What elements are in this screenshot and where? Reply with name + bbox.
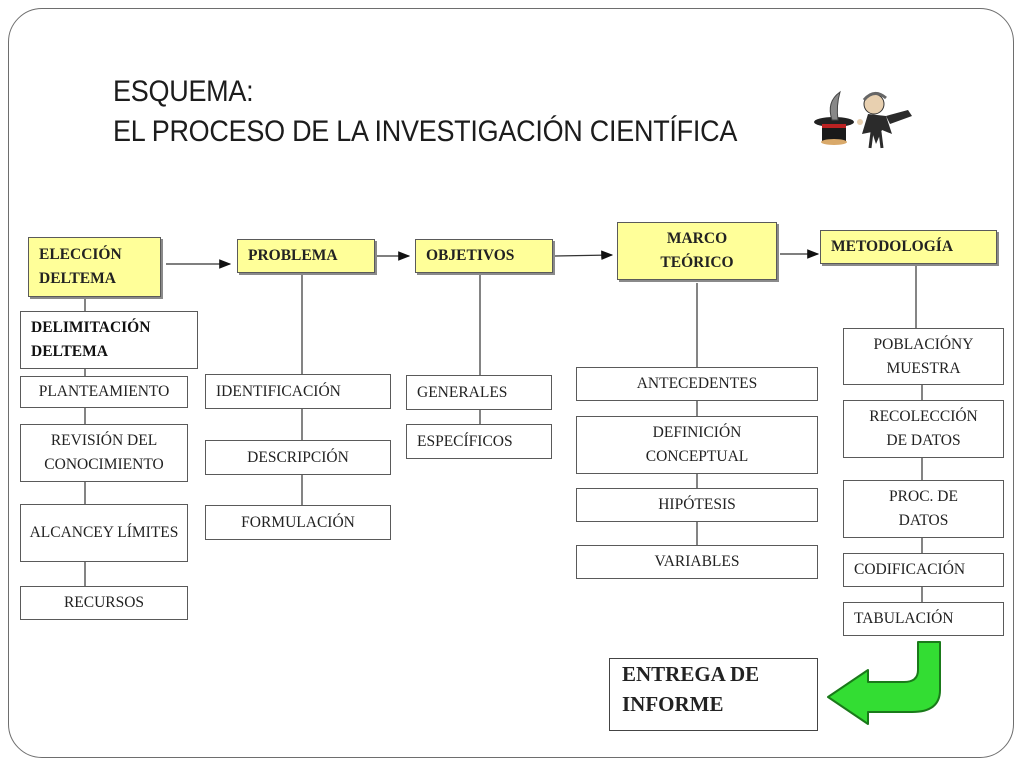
item-planteamiento: PLANTEAMIENTO [20, 376, 188, 408]
item-label: PLANTEAMIENTO [38, 383, 170, 400]
header-metodologia-label: METODOLOGÍA [831, 238, 954, 255]
item-label: DESCRIPCIÓN [247, 448, 349, 466]
item-label: RECURSOS [63, 594, 145, 611]
item-recoleccion-de-datos: RECOLECCIÓN DE DATOS [843, 400, 1004, 458]
item-tabulacion: TABULACIÓN [843, 602, 1004, 636]
title-line-1: ESQUEMA: [113, 75, 254, 108]
item-identificacion: IDENTIFICACIÓN [205, 374, 391, 409]
item-especificos: ESPECÍFICOS [406, 424, 552, 459]
header-objetivos-label: OBJETIVOS [426, 247, 515, 264]
header-marco-teorico: MARCO TEÓRICO [617, 222, 777, 280]
header-metodologia: METODOLOGÍA [820, 230, 997, 264]
title-line-2: EL PROCESO DE LA INVESTIGACIÓN CIENTÍFIC… [113, 115, 738, 148]
header-eleccion-label: ELECCIÓN DELTEMA [39, 246, 122, 287]
item-label: HIPÓTESIS [658, 496, 736, 513]
item-label: VARIABLES [654, 553, 740, 570]
item-label: ESPECÍFICOS [417, 432, 513, 450]
item-poblacion-y-muestra: POBLACIÓNY MUESTRA [843, 328, 1004, 385]
item-hipotesis: HIPÓTESIS [576, 488, 818, 522]
header-objetivos: OBJETIVOS [415, 239, 553, 273]
item-label: DELIMITACIÓN DELTEMA [31, 319, 151, 360]
item-delimitacion-del-tema: DELIMITACIÓN DELTEMA [20, 311, 198, 369]
item-revision-del-conocimiento: REVISIÓN DEL CONOCIMIENTO [20, 424, 188, 482]
item-proc-de-datos: PROC. DE DATOS [843, 480, 1004, 538]
item-label: TABULACIÓN [854, 610, 954, 627]
item-label: ALCANCEY LÍMITES [29, 524, 179, 541]
item-label: DEFINICIÓN CONCEPTUAL [645, 424, 749, 465]
item-generales: GENERALES [406, 375, 552, 410]
item-label: REVISIÓN DEL CONOCIMIENTO [44, 432, 164, 473]
entrega-label-line2: INFORME [622, 692, 724, 716]
page-title: ESQUEMA: EL PROCESO DE LA INVESTIGACIÓN … [113, 72, 737, 152]
item-definicion-conceptual: DEFINICIÓN CONCEPTUAL [576, 416, 818, 474]
item-label: RECOLECCIÓN DE DATOS [869, 408, 978, 449]
item-label: PROC. DE DATOS [889, 488, 958, 529]
header-problema: PROBLEMA [237, 239, 375, 273]
magician-hat-icon [814, 90, 912, 149]
entrega-de-informe-box: ENTREGA DE INFORME [609, 658, 818, 731]
item-variables: VARIABLES [576, 545, 818, 579]
header-eleccion-del-tema: ELECCIÓN DELTEMA [28, 237, 161, 297]
item-recursos: RECURSOS [20, 586, 188, 620]
item-antecedentes: ANTECEDENTES [576, 367, 818, 401]
item-label: CODIFICACIÓN [854, 561, 966, 578]
header-problema-label: PROBLEMA [248, 247, 338, 264]
arrow-3 [554, 250, 614, 260]
item-label: IDENTIFICACIÓN [216, 382, 341, 400]
entrega-label-line1: ENTREGA DE [622, 662, 760, 686]
item-label: ANTECEDENTES [636, 375, 758, 392]
item-label: FORMULACIÓN [241, 513, 355, 531]
item-descripcion: DESCRIPCIÓN [205, 440, 391, 475]
item-label: GENERALES [417, 383, 508, 401]
item-codificacion: CODIFICACIÓN [843, 553, 1004, 587]
item-formulacion: FORMULACIÓN [205, 505, 391, 540]
item-label: POBLACIÓNY MUESTRA [873, 335, 974, 377]
green-return-arrow [827, 641, 941, 725]
header-marco-label: MARCO TEÓRICO [660, 230, 734, 271]
item-alcance-y-limites: ALCANCEY LÍMITES [20, 504, 188, 562]
